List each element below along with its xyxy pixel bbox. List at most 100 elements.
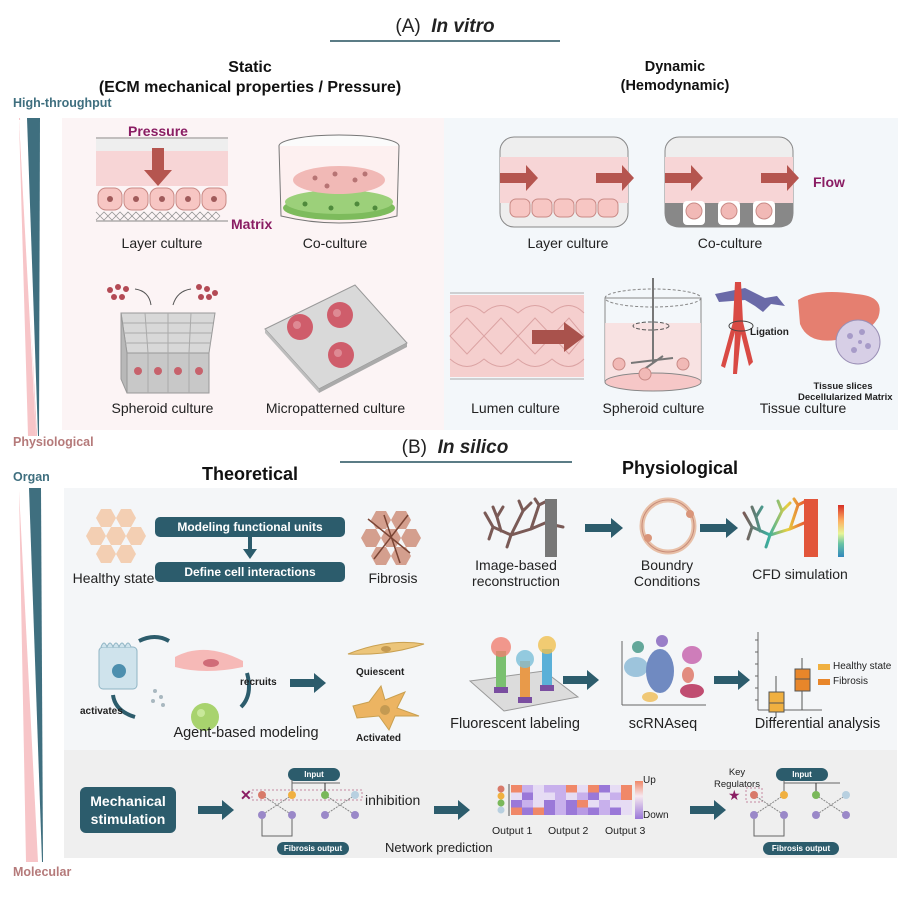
heatmap-cell: [599, 785, 610, 793]
key-regulators-line1: Key: [728, 767, 746, 778]
heatmap-cell: [511, 785, 522, 793]
differential-analysis-boxplot: [755, 632, 830, 717]
heatmap-cell: [577, 785, 588, 793]
agent-based-modeling-illustration: [98, 635, 251, 731]
heatmap-cell: [588, 800, 599, 808]
fluorescent-labeling-illustration: [468, 636, 580, 712]
theoretical-title: Theoretical: [201, 464, 299, 484]
heatmap-cell: [610, 785, 621, 793]
image-based-line2: reconstruction: [472, 573, 560, 589]
ligation-label: Ligation: [750, 327, 789, 338]
caption-static-layer-culture: Layer culture: [121, 235, 203, 251]
heatmap-cell: [522, 800, 533, 808]
static-title-text: Static: [228, 59, 272, 76]
heatmap-cell: [621, 800, 632, 808]
section-a-name: In vitro: [431, 16, 495, 37]
boxplot-y-ticks: [755, 639, 758, 701]
lumen-culture-illustration: [449, 292, 585, 380]
box-fibrosis: [794, 658, 811, 710]
activated-cell-icon: [352, 684, 420, 732]
colorbar-down-label: Down: [643, 810, 669, 821]
quiescent-label: Quiescent: [356, 667, 405, 678]
key-regulator-star-icon: ★: [728, 788, 741, 804]
define-cell-interactions-step: Define cell interactions: [155, 562, 345, 582]
colorbar-up-label: Up: [643, 775, 656, 786]
heatmap-cell: [555, 792, 566, 800]
heatmap-cell: [621, 807, 632, 815]
healthy-hexagons-icon: [86, 509, 146, 563]
output-1-label: Output 1: [492, 825, 533, 837]
boundary-line1: Boundry: [640, 557, 694, 573]
input-pill-right: Input: [776, 768, 828, 781]
step-down-arrow-icon: [243, 537, 257, 559]
heatmap-cell: [621, 792, 632, 800]
legend-swatch-fibrosis: [818, 679, 830, 685]
caption-dynamic-tissue-culture: Tissue culture: [759, 400, 847, 416]
heatmap-cell: [533, 792, 544, 800]
image-based-line1: Image-based: [475, 557, 557, 573]
quiescent-cell-icon: [347, 641, 425, 655]
mech-line2: stimulation: [90, 811, 166, 827]
arrow-right-icon-6: [198, 800, 234, 820]
static-subtitle: (ECM mechanical properties / Pressure): [98, 79, 402, 96]
arrow-right-icon: [585, 518, 623, 538]
tissue-slices-line1: Tissue slices: [813, 381, 873, 392]
matrix-label: Matrix: [231, 216, 273, 232]
activated-label: Activated: [356, 733, 402, 744]
co-culture-dish-illustration: [278, 134, 400, 224]
inhibition-label: inhibition: [365, 792, 421, 808]
network-prediction-label: Network prediction: [385, 840, 493, 855]
vessel-tree-illustration: [483, 497, 565, 557]
section-b-label: (B): [401, 437, 427, 458]
heatmap-cell: [588, 785, 599, 793]
mech-line1: Mechanical: [90, 793, 166, 809]
cfd-simulation-label: CFD simulation: [752, 566, 848, 582]
heatmap-row-markers: [497, 785, 505, 814]
legend-healthy-state: Healthy state: [833, 661, 892, 672]
healthy-state-label: Healthy state: [72, 570, 155, 586]
arrow-right-icon-2: [700, 518, 738, 538]
activates-label: activates: [80, 706, 123, 717]
heatmap-cell: [610, 807, 621, 815]
section-b-title: (B) In silico: [340, 437, 570, 459]
heatmap-cell: [599, 792, 610, 800]
boundary-line2: Conditions: [633, 573, 701, 589]
heatmap-cell: [511, 800, 522, 808]
caption-static-spheroid-culture: Spheroid culture: [111, 400, 214, 416]
key-regulators-line2: Regulators: [714, 779, 760, 790]
input-pill: Input: [288, 768, 340, 781]
dynamic-co-culture-channel-illustration: [664, 136, 799, 228]
arrow-right-icon-3: [290, 673, 326, 693]
caption-static-co-culture: Co-culture: [302, 235, 368, 251]
heatmap-cell: [522, 792, 533, 800]
fibrosis-output-pill-right: Fibrosis output: [763, 842, 839, 855]
section-b-name: In silico: [437, 437, 509, 458]
recruits-label: recruits: [240, 677, 277, 688]
boundary-conditions-label: Boundry Conditions: [622, 557, 712, 589]
heatmap-cell: [588, 807, 599, 815]
boundary-ring-illustration: [639, 497, 697, 555]
fibrosis-output-pill-left: Fibrosis output: [277, 842, 349, 855]
heatmap-cell: [511, 792, 522, 800]
heatmap-cell: [610, 800, 621, 808]
arrow-right-icon-8: [690, 800, 726, 820]
heatmap-cell: [566, 800, 577, 808]
heatmap-cell: [610, 792, 621, 800]
heatmap-cell: [511, 807, 522, 815]
heatmap-cell: [555, 785, 566, 793]
heatmap-cell: [555, 800, 566, 808]
scrnaseq-label: scRNAseq: [628, 716, 698, 732]
tissue-slices-label: Tissue slices Decellularized Matrix: [798, 381, 893, 403]
heatmap-cell: [533, 807, 544, 815]
layer-culture-static-illustration: [95, 137, 228, 222]
fibrosis-hexagons-icon: [361, 511, 421, 565]
axis-organ: Organ: [13, 470, 50, 484]
heatmap-cell: [544, 792, 555, 800]
micropatterned-illustration: [264, 284, 408, 393]
dynamic-subtitle: (Hemodynamic): [620, 78, 730, 94]
physiological-title: Physiological: [621, 458, 739, 478]
network-graph-right: ★: [728, 780, 850, 837]
image-based-reconstruction-label: Image-based reconstruction: [466, 557, 566, 589]
dynamic-layer-channel-illustration: [499, 136, 634, 228]
